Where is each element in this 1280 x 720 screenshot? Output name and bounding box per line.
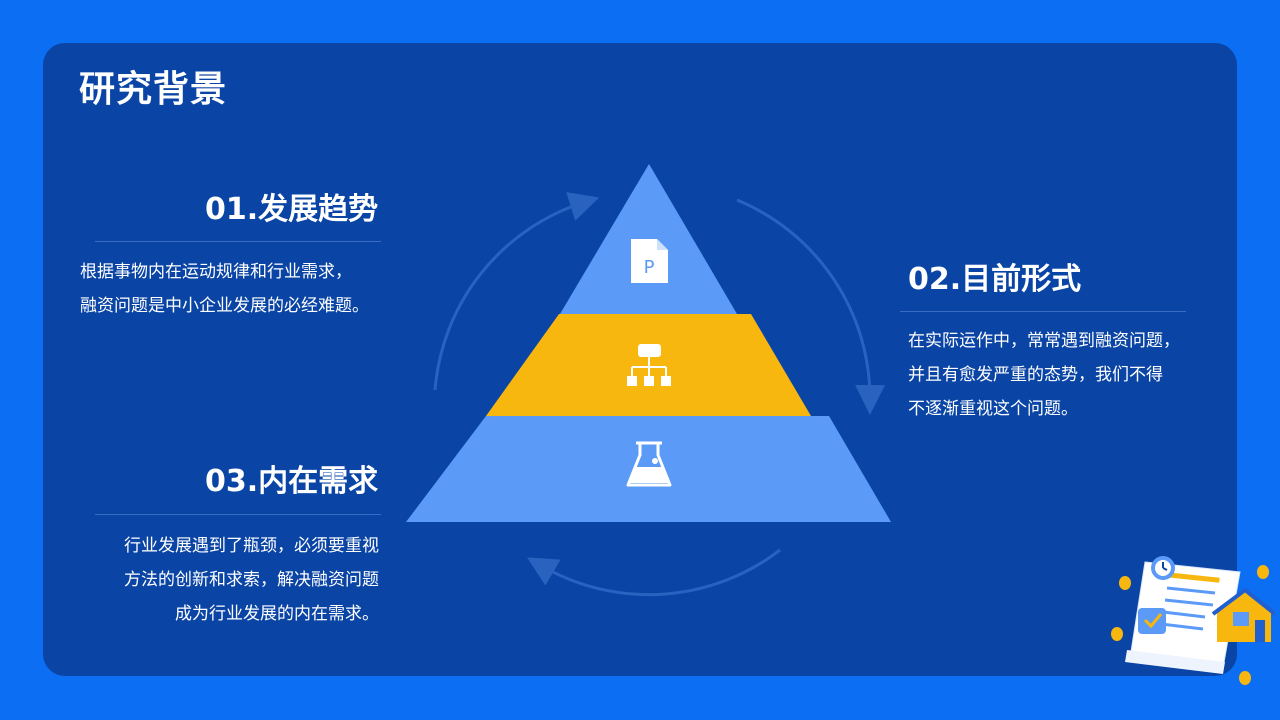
- document-letter: P: [644, 257, 655, 278]
- section-heading-current: 02.目前形式: [908, 262, 1082, 297]
- coin-icon: [1257, 565, 1269, 579]
- text-line: 根据事物内在运动规律和行业需求，: [80, 262, 352, 282]
- coin-icon: [1119, 576, 1131, 590]
- cycle-arrow-upper-left: [433, 192, 600, 391]
- text-line: 方法的创新和求索，解决融资问题: [124, 570, 379, 590]
- document-scroll-icon: [1125, 561, 1241, 674]
- section-text-trend: 根据事物内在运动规律和行业需求， 融资问题是中小企业发展的必经难题。: [80, 255, 369, 323]
- cycle-arrow-right: [736, 198, 886, 415]
- section-heading-trend: 01.发展趋势: [205, 192, 379, 227]
- text-line: 不逐渐重视这个问题。: [908, 399, 1078, 419]
- pyramid-diagram: P: [406, 164, 891, 597]
- finance-illustration: [1111, 556, 1275, 685]
- house-icon: [1211, 587, 1275, 642]
- hierarchy-icon: [627, 344, 671, 386]
- page-title: 研究背景: [79, 69, 228, 110]
- coin-icon: [1239, 671, 1251, 685]
- text-line: 融资问题是中小企业发展的必经难题。: [80, 296, 369, 316]
- divider-current: [900, 311, 1186, 312]
- divider-trend: [95, 241, 381, 242]
- section-heading-demand: 03.内在需求: [205, 464, 379, 499]
- section-text-demand: 行业发展遇到了瓶颈，必须要重视 方法的创新和求索，解决融资问题 成为行业发展的内…: [80, 529, 379, 631]
- clock-icon: [1151, 556, 1175, 580]
- divider-demand: [95, 514, 381, 515]
- checkmark-tag-icon: [1138, 608, 1166, 634]
- text-line: 并且有愈发严重的态势，我们不得: [908, 365, 1163, 385]
- text-line: 成为行业发展的内在需求。: [175, 604, 379, 624]
- coin-icon: [1111, 627, 1123, 641]
- flask-icon: [626, 441, 672, 487]
- section-text-current: 在实际运作中，常常遇到融资问题， 并且有愈发严重的态势，我们不得 不逐渐重视这个…: [908, 324, 1180, 426]
- cycle-arrow-bottom: [527, 548, 781, 597]
- text-line: 在实际运作中，常常遇到融资问题，: [908, 331, 1180, 351]
- text-line: 行业发展遇到了瓶颈，必须要重视: [124, 536, 379, 556]
- document-p-icon: P: [631, 239, 668, 283]
